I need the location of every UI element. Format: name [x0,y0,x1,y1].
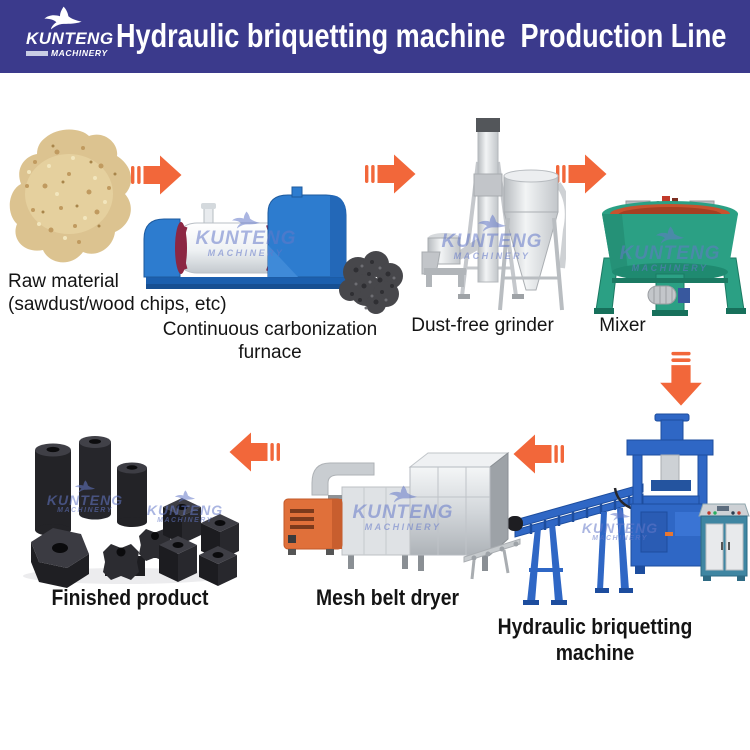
label-raw-material: Raw material (sawdust/wood chips, etc) [8,271,227,315]
dust-free-grinder-image: KUNTENG MACHINERY [418,118,566,316]
mesh-belt-dryer-image: KUNTENG MACHINERY [278,437,522,585]
charcoal-pile-image [336,244,406,316]
page-title: Hydraulic briquetting machine Production… [116,17,727,54]
brand-logo: KUNTENG MACHINERY [26,6,122,68]
label-mesh-belt-dryer: Mesh belt dryer [315,585,460,610]
brand-subtitle: MACHINERY [51,48,108,58]
label-hydraulic-briquetting-machine: Hydraulic briquetting machine [497,614,693,665]
label-finished-product: Finished product [51,585,209,610]
label-carbonization-furnace: Continuous carbonization furnace [162,319,378,363]
logo-underline-bar [26,50,48,56]
mixer-image: KUNTENG MACHINERY [592,192,748,318]
header-banner: KUNTENG MACHINERY Hydraulic briquetting … [0,0,750,73]
hydraulic-briquetting-machine-image: KUNTENG MACHINERY [505,412,750,612]
label-dust-free-grinder: Dust-free grinder [411,315,554,336]
finished-product-image: KUNTENG MACHINERY KUNTENG MACHINERY [15,424,240,588]
swallow-bird-icon [34,6,92,30]
flow-arrow-down-icon [652,350,710,408]
label-mixer: Mixer [599,315,646,336]
raw-material-image [5,122,140,274]
flow-arrow-right-icon [365,152,417,196]
brand-name: KUNTENG [26,29,114,48]
